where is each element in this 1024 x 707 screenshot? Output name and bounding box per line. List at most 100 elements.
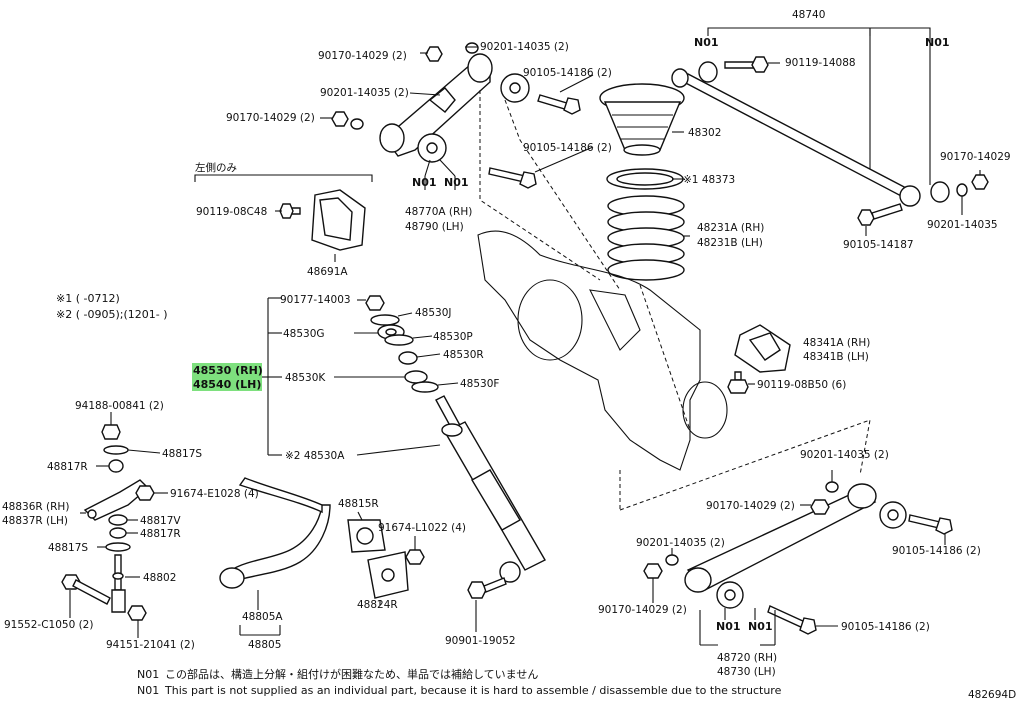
washer-90201-14035-d[interactable] xyxy=(825,481,839,493)
label-48530k[interactable]: 48530K xyxy=(285,372,326,384)
label-48815r[interactable]: 48815R xyxy=(338,498,379,510)
label-90119-08b50[interactable]: 90119-08B50 (6) xyxy=(757,379,846,391)
label-48770a[interactable]: 48770A (RH) xyxy=(405,206,472,218)
label-90105-14186-b[interactable]: 90105-14186 (2) xyxy=(523,142,612,154)
label-48805a[interactable]: 48805A xyxy=(242,611,283,623)
bushing-n01-b[interactable] xyxy=(930,181,950,203)
label-91674-e1028[interactable]: 91674-E1028 (4) xyxy=(170,488,259,500)
retainer-48530p[interactable] xyxy=(384,334,414,346)
label-94188-00841[interactable]: 94188-00841 (2) xyxy=(75,400,164,412)
label-48540-lh[interactable]: 48540 (LH) xyxy=(193,378,261,391)
stabilizer-bar-48805a[interactable] xyxy=(219,477,331,589)
bushing-n01-a[interactable] xyxy=(698,61,718,83)
washer-90201-14035-c[interactable] xyxy=(956,183,968,197)
bolt-91674-l1022[interactable] xyxy=(405,549,425,565)
label-91674-l1022[interactable]: 91674-L1022 (4) xyxy=(378,522,466,534)
label-48740[interactable]: 48740 xyxy=(792,9,825,21)
bushing-lower-2[interactable] xyxy=(716,581,744,609)
shock-absorber-48530a[interactable] xyxy=(435,395,546,583)
bolt-90119-14088[interactable] xyxy=(724,56,769,73)
label-90201-14035-c[interactable]: 90201-14035 xyxy=(927,219,998,231)
washer-48530j[interactable] xyxy=(370,314,400,326)
washer-48817s-a[interactable] xyxy=(103,445,129,455)
label-90201-14035-d[interactable]: 90201-14035 (2) xyxy=(800,449,889,461)
label-90119-14088[interactable]: 90119-14088 xyxy=(785,57,856,69)
label-48817r-a[interactable]: 48817R xyxy=(47,461,88,473)
coil-spring-48231a[interactable] xyxy=(607,195,685,281)
label-90201-14035-a[interactable]: 90201-14035 (2) xyxy=(480,41,569,53)
upper-arm-48770a[interactable] xyxy=(379,53,493,157)
bolt-90105-14187[interactable] xyxy=(857,203,903,226)
bushing-lower-1[interactable] xyxy=(879,501,907,529)
lateral-rod-48740[interactable] xyxy=(671,68,921,207)
bolt-90105-14186-d[interactable] xyxy=(767,605,817,635)
washer-48817s-b[interactable] xyxy=(105,542,131,552)
label-90105-14187[interactable]: 90105-14187 xyxy=(843,239,914,251)
bolt-91674-e1028[interactable] xyxy=(135,485,155,501)
label-48691a[interactable]: 48691A xyxy=(307,266,348,278)
label-48720[interactable]: 48720 (RH) xyxy=(717,652,777,664)
label-90105-14186-d[interactable]: 90105-14186 (2) xyxy=(841,621,930,633)
cushion-48817r-a[interactable] xyxy=(108,459,124,473)
nut-90170-14029-d[interactable] xyxy=(810,499,830,515)
label-90201-14035-b[interactable]: 90201-14035 (2) xyxy=(320,87,409,99)
bolt-90105-14186-a[interactable] xyxy=(537,94,581,115)
nut-94188-00841[interactable] xyxy=(101,424,121,440)
label-90105-14186-c[interactable]: 90105-14186 (2) xyxy=(892,545,981,557)
label-48231a[interactable]: 48231A (RH) xyxy=(697,222,764,234)
label-48817v[interactable]: 48817V xyxy=(140,515,181,527)
label-48530r[interactable]: 48530R xyxy=(443,349,484,361)
washer-90201-14035-b[interactable] xyxy=(350,118,364,130)
label-90170-14029-c[interactable]: 90170-14029 xyxy=(940,151,1011,163)
label-94151-21041[interactable]: 94151-21041 (2) xyxy=(106,639,195,651)
label-48805[interactable]: 48805 xyxy=(248,639,281,651)
label-48530-rh[interactable]: 48530 (RH) xyxy=(193,364,263,377)
label-48373[interactable]: ※1 48373 xyxy=(683,174,735,186)
label-90170-14029-b[interactable]: 90170-14029 (2) xyxy=(226,112,315,124)
label-48302[interactable]: 48302 xyxy=(688,127,721,139)
bracket-48824r[interactable] xyxy=(367,551,409,599)
label-48530f[interactable]: 48530F xyxy=(460,378,499,390)
label-90177-14003[interactable]: 90177-14003 xyxy=(280,294,351,306)
label-48817r-b[interactable]: 48817R xyxy=(140,528,181,540)
cushion-48817v[interactable] xyxy=(108,514,128,526)
label-90170-14029-d[interactable]: 90170-14029 (2) xyxy=(706,500,795,512)
label-91552-c1050[interactable]: 91552-C1050 (2) xyxy=(4,619,93,631)
lower-arm-48720[interactable] xyxy=(684,483,877,593)
label-48824r[interactable]: 48824R xyxy=(357,599,398,611)
bolt-90119-08b50[interactable] xyxy=(727,371,749,394)
nut-90170-14029-a[interactable] xyxy=(425,46,443,62)
cushion-48530r[interactable] xyxy=(398,351,418,365)
label-90901-19052[interactable]: 90901-19052 xyxy=(445,635,516,647)
label-48530a[interactable]: ※2 48530A xyxy=(285,450,345,462)
bolt-90119-08c48[interactable] xyxy=(279,203,301,219)
bracket-48691a[interactable] xyxy=(311,189,366,251)
bushing-48815r[interactable] xyxy=(347,519,386,553)
bushing-upper-2[interactable] xyxy=(417,133,447,163)
label-48341a[interactable]: 48341A (RH) xyxy=(803,337,870,349)
cushion-48817r-b[interactable] xyxy=(109,527,127,539)
label-48837r[interactable]: 48837R (LH) xyxy=(2,515,68,527)
label-48836r[interactable]: 48836R (RH) xyxy=(2,501,69,513)
insulator-48373[interactable] xyxy=(606,168,684,190)
bolt-91552-c1050[interactable] xyxy=(61,574,111,605)
bump-stop-48302[interactable] xyxy=(599,83,685,156)
nut-90177-14003[interactable] xyxy=(365,295,385,311)
label-48530j[interactable]: 48530J xyxy=(415,307,452,319)
label-48341b[interactable]: 48341B (LH) xyxy=(803,351,869,363)
label-48817s-b[interactable]: 48817S xyxy=(48,542,88,554)
label-48530p[interactable]: 48530P xyxy=(433,331,473,343)
label-90119-08c48[interactable]: 90119-08C48 xyxy=(196,206,267,218)
bolt-90105-14186-b[interactable] xyxy=(488,167,537,189)
bracket-48836r[interactable] xyxy=(83,479,150,521)
label-90105-14186-a[interactable]: 90105-14186 (2) xyxy=(523,67,612,79)
label-90170-14029-a[interactable]: 90170-14029 (2) xyxy=(318,50,407,62)
label-48802[interactable]: 48802 xyxy=(143,572,176,584)
bracket-48341a[interactable] xyxy=(734,324,791,373)
bushing-upper-1[interactable] xyxy=(500,73,530,103)
label-90170-14029-e[interactable]: 90170-14029 (2) xyxy=(598,604,687,616)
nut-90170-14029-b[interactable] xyxy=(331,111,349,127)
label-48231b[interactable]: 48231B (LH) xyxy=(697,237,763,249)
bolt-90105-14186-c[interactable] xyxy=(908,514,953,535)
stabilizer-link-48802[interactable] xyxy=(111,554,126,613)
